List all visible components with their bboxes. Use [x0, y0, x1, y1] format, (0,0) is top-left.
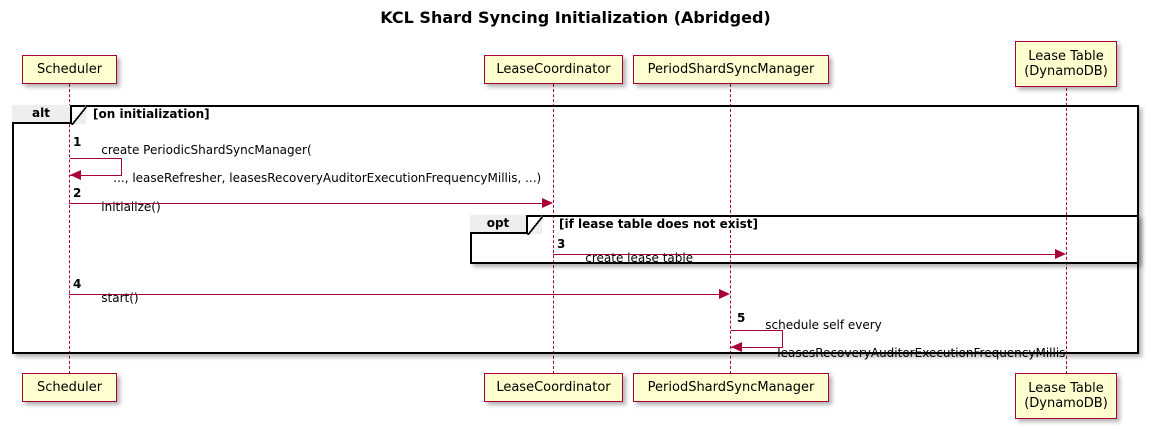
participant-footer-period-shard-sync-manager[interactable]: PeriodShardSyncManager: [633, 373, 829, 402]
message-1-label: create PeriodicShardSyncManager( ..., le…: [86, 129, 541, 199]
fragment-opt-operator-label: opt: [470, 215, 528, 234]
participant-footer-lease-coordinator[interactable]: LeaseCoordinator: [484, 373, 623, 402]
participant-footer-lease-table-line1: Lease Table: [1028, 381, 1104, 396]
message-3-label: create lease table: [570, 237, 693, 279]
page-title: KCL Shard Syncing Initialization (Abridg…: [380, 8, 771, 27]
message-5-line1: schedule self every: [765, 318, 882, 332]
participant-footer-lease-table[interactable]: Lease Table (DynamoDB): [1015, 373, 1117, 419]
message-5-label: schedule self every leasesRecoveryAudito…: [750, 304, 1065, 374]
message-3-number: 3: [557, 237, 566, 251]
message-5-arrowhead: [731, 342, 742, 352]
lifeline-period-shard-sync-manager: [730, 84, 731, 374]
participant-header-lease-table-line1: Lease Table: [1028, 49, 1104, 64]
lifeline-lease-coordinator: [553, 84, 554, 374]
participant-header-period-shard-sync-manager[interactable]: PeriodShardSyncManager: [633, 55, 829, 84]
message-1-self-loop: [70, 158, 122, 176]
fragment-opt-condition: [if lease table does not exist]: [559, 217, 759, 231]
message-5-line2: leasesRecoveryAuditorExecutionFrequencyM…: [777, 346, 1066, 360]
message-4-number: 4: [73, 277, 82, 291]
lifeline-lease-table: [1066, 88, 1067, 374]
participant-header-lease-coordinator[interactable]: LeaseCoordinator: [484, 55, 623, 84]
participant-header-lease-table[interactable]: Lease Table (DynamoDB): [1015, 41, 1117, 87]
message-2-number: 2: [73, 186, 82, 200]
lifeline-scheduler: [69, 84, 70, 374]
participant-footer-scheduler[interactable]: Scheduler: [22, 373, 117, 402]
message-4-arrowhead: [719, 289, 730, 299]
message-5-self-loop: [731, 330, 783, 348]
message-3-arrowhead: [1055, 249, 1066, 259]
fragment-alt-condition: [on initialization]: [93, 107, 210, 121]
participant-footer-lease-table-line2: (DynamoDB): [1024, 396, 1108, 411]
message-3-line: [553, 254, 1056, 255]
message-1-arrowhead: [70, 170, 81, 180]
fragment-alt-notch-edge: [71, 105, 87, 125]
message-2-arrowhead: [542, 198, 553, 208]
message-4-line: [69, 294, 720, 295]
message-2-label: initialize(): [86, 186, 160, 228]
message-5-number: 5: [737, 311, 746, 325]
message-1-line1: create PeriodicShardSyncManager(: [101, 143, 312, 157]
participant-header-lease-table-line2: (DynamoDB): [1024, 64, 1108, 79]
message-1-number: 1: [73, 135, 82, 149]
message-2-line: [69, 203, 543, 204]
fragment-opt: [470, 215, 1139, 264]
message-4-label: start(): [86, 277, 138, 319]
fragment-alt-operator-label: alt: [12, 105, 72, 124]
fragment-opt-notch-edge: [527, 215, 543, 235]
participant-header-scheduler[interactable]: Scheduler: [22, 55, 117, 84]
message-1-line2: ..., leaseRefresher, leasesRecoveryAudit…: [113, 171, 542, 185]
